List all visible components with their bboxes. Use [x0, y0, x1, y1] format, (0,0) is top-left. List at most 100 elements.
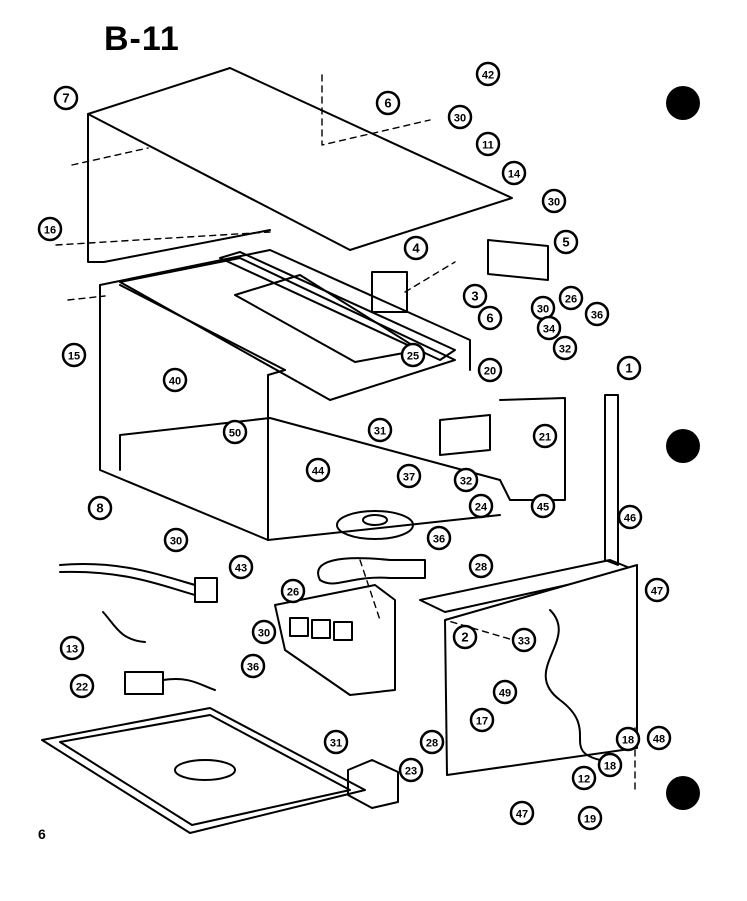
callout-label: 18: [604, 761, 616, 773]
callout-label: 31: [374, 426, 386, 438]
callout-circle: [53, 85, 79, 111]
callout-36: 36: [240, 653, 266, 679]
callout-19: 19: [577, 805, 603, 831]
callout-32: 32: [552, 335, 578, 361]
callout-circle: [558, 285, 584, 311]
callout-3: 3: [462, 283, 488, 309]
callout-circle: [536, 315, 562, 341]
callout-label: 4: [412, 241, 420, 256]
callout-23: 23: [398, 757, 424, 783]
callout-label: 24: [475, 502, 488, 514]
callout-label: 20: [484, 366, 496, 378]
callout-16: 16: [37, 216, 63, 242]
callout-44: 44: [305, 457, 331, 483]
callout-circle: [367, 417, 393, 443]
callout-28: 28: [419, 729, 445, 755]
callout-label: 19: [584, 814, 596, 826]
bracket-window-2: [311, 619, 331, 639]
rear-duct: [499, 397, 566, 501]
cabinet-floor: [119, 417, 501, 481]
callout-22: 22: [69, 673, 95, 699]
callout-label: 36: [247, 662, 259, 674]
binder-dots: [666, 86, 700, 810]
callout-circle: [492, 679, 518, 705]
callout-18: 18: [597, 752, 623, 778]
binder-hole-bottom: [666, 776, 700, 810]
callout-label: 13: [66, 644, 78, 656]
callout-1: 1: [616, 355, 642, 381]
callout-label: 1: [625, 361, 632, 376]
callout-label: 44: [312, 466, 325, 478]
drip-tray: [41, 707, 366, 834]
callout-36: 36: [426, 525, 452, 551]
callout-36: 36: [584, 301, 610, 327]
callout-label: 15: [68, 351, 80, 363]
callout-circle: [541, 188, 567, 214]
callout-circle: [398, 757, 424, 783]
drip-tray-inner: [59, 714, 351, 826]
callout-21: 21: [532, 423, 558, 449]
callout-circle: [162, 367, 188, 393]
callout-circle: [61, 342, 87, 368]
bracket-plate: [487, 239, 549, 281]
callout-34: 34: [536, 315, 562, 341]
duct-flange: [439, 414, 491, 456]
callout-8: 8: [87, 495, 113, 521]
callout-40: 40: [162, 367, 188, 393]
fan-blade: [336, 510, 414, 540]
callout-30: 30: [251, 619, 277, 645]
callout-label: 8: [96, 501, 103, 516]
callout-label: 16: [44, 225, 56, 237]
cabinet-top-rim: [99, 249, 471, 371]
callout-2: 2: [452, 624, 478, 650]
callout-50: 50: [222, 419, 248, 445]
wire-harness-2: [59, 570, 196, 596]
callout-circle: [222, 419, 248, 445]
callout-circle: [403, 235, 429, 261]
callout-label: 36: [433, 534, 445, 546]
callout-circle: [228, 554, 254, 580]
callout-33: 33: [511, 627, 537, 653]
callout-label: 30: [537, 304, 549, 316]
cabinet-base-line: [267, 514, 501, 541]
callout-label: 2: [461, 630, 468, 645]
leader: [71, 147, 149, 166]
callout-circle: [468, 493, 494, 519]
callout-circle: [509, 800, 535, 826]
callout-20: 20: [477, 357, 503, 383]
callout-26: 26: [558, 285, 584, 311]
callout-circle: [396, 463, 422, 489]
callout-label: 47: [651, 586, 663, 598]
callout-31: 31: [323, 729, 349, 755]
front-panel: [444, 564, 638, 776]
callout-label: 17: [476, 716, 488, 728]
binder-hole-middle: [666, 429, 700, 463]
callout-label: 33: [518, 636, 530, 648]
callout-11: 11: [475, 131, 501, 157]
callout-25: 25: [400, 342, 426, 368]
callout-circle: [59, 635, 85, 661]
callout-46: 46: [617, 504, 643, 530]
callout-48: 48: [646, 725, 672, 751]
callout-26: 26: [280, 578, 306, 604]
callout-13: 13: [59, 635, 85, 661]
callout-24: 24: [468, 493, 494, 519]
callout-12: 12: [571, 765, 597, 791]
callout-6: 6: [375, 90, 401, 116]
bracket-window-1: [289, 617, 309, 637]
cover-front-edge: [103, 229, 271, 263]
block-bracket: [371, 271, 408, 313]
leader: [359, 559, 381, 621]
cabinet-left-wall: [99, 284, 269, 541]
thermal-switch-lead: [102, 611, 146, 643]
callout-32: 32: [453, 467, 479, 493]
right-side-panel: [604, 394, 619, 566]
callout-circle: [163, 527, 189, 553]
callout-circle: [240, 653, 266, 679]
callout-label: 50: [229, 428, 241, 440]
callout-label: 32: [460, 476, 472, 488]
callout-15: 15: [61, 342, 87, 368]
drip-tray-center: [174, 759, 236, 781]
